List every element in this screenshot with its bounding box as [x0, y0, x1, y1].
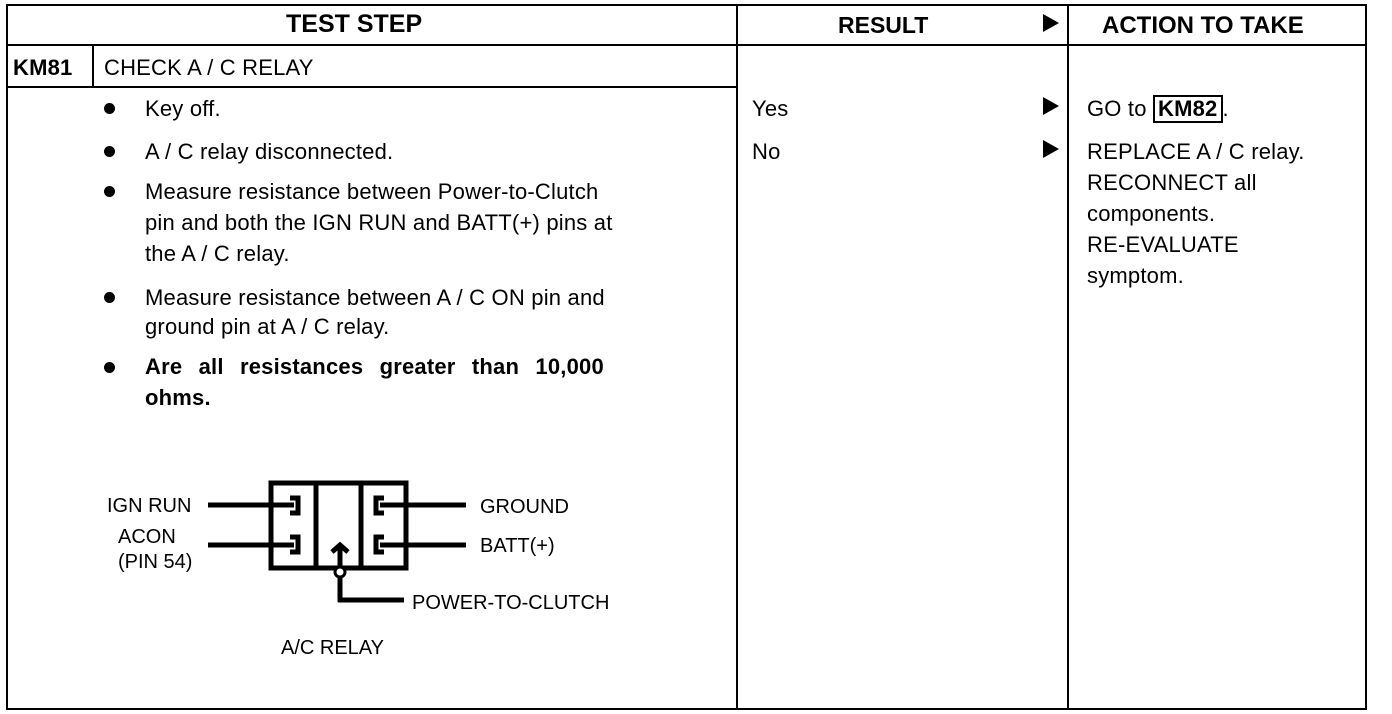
action-no-line: components.: [1087, 201, 1216, 226]
header-action-to-take: ACTION TO TAKE: [1102, 12, 1304, 39]
action-no-line: symptom.: [1087, 263, 1184, 288]
label-ign-run: IGN RUN: [107, 495, 191, 517]
list-item: A / C relay disconnected.: [145, 139, 394, 164]
list-item-line: ohms.: [145, 385, 211, 410]
step-code: KM81: [13, 55, 73, 80]
action-yes: GO to KM82.: [1087, 95, 1229, 123]
step-title-underline: [6, 86, 738, 88]
action-yes-prefix: GO to: [1087, 96, 1147, 121]
label-power-to-clutch: POWER-TO-CLUTCH: [412, 592, 609, 614]
bullet-icon: [104, 362, 115, 373]
step-reference-km82[interactable]: KM82: [1153, 95, 1223, 123]
table-border-left: [6, 4, 8, 710]
label-pin54: (PIN 54): [118, 551, 192, 573]
action-no-line: REPLACE A / C relay.: [1087, 139, 1305, 164]
header-divider: [6, 44, 1367, 46]
table-border-top: [6, 4, 1367, 6]
bullet-icon: [104, 186, 115, 197]
clutch-pin-icon: [333, 565, 347, 579]
header-test-step: TEST STEP: [286, 10, 423, 38]
label-acon: ACON: [118, 526, 176, 548]
result-no: No: [752, 139, 781, 164]
action-no-line: RE-EVALUATE: [1087, 232, 1239, 257]
list-item-line: Measure resistance between Power-to-Clut…: [145, 179, 599, 204]
bullet-icon: [104, 103, 115, 114]
list-item-line: the A / C relay.: [145, 241, 290, 266]
col-divider-result-action: [1067, 4, 1069, 710]
bullet-icon: [104, 292, 115, 303]
step-code-divider: [92, 46, 94, 86]
label-ground: GROUND: [480, 496, 569, 518]
col-divider-test-result: [736, 4, 738, 710]
label-batt: BATT(+): [480, 535, 555, 557]
result-no-arrow-icon: [1043, 140, 1059, 158]
action-yes-suffix: .: [1222, 96, 1229, 121]
header-arrow-icon: [1043, 14, 1059, 32]
result-yes: Yes: [752, 96, 789, 121]
action-no-line: RECONNECT all: [1087, 170, 1257, 195]
list-item-line: Are all resistances greater than 10,000: [145, 354, 604, 379]
list-item: Key off.: [145, 96, 221, 121]
bullet-icon: [104, 146, 115, 157]
header-result: RESULT: [838, 12, 929, 38]
list-item-line: Measure resistance between A / C ON pin …: [145, 285, 605, 310]
list-item-line: pin and both the IGN RUN and BATT(+) pin…: [145, 210, 613, 235]
step-title: CHECK A / C RELAY: [104, 55, 314, 80]
table-border-bottom: [6, 708, 1367, 710]
result-yes-arrow-icon: [1043, 97, 1059, 115]
list-item-line: ground pin at A / C relay.: [145, 314, 390, 339]
diagram-caption: A/C RELAY: [281, 637, 384, 659]
table-border-right: [1365, 4, 1367, 710]
